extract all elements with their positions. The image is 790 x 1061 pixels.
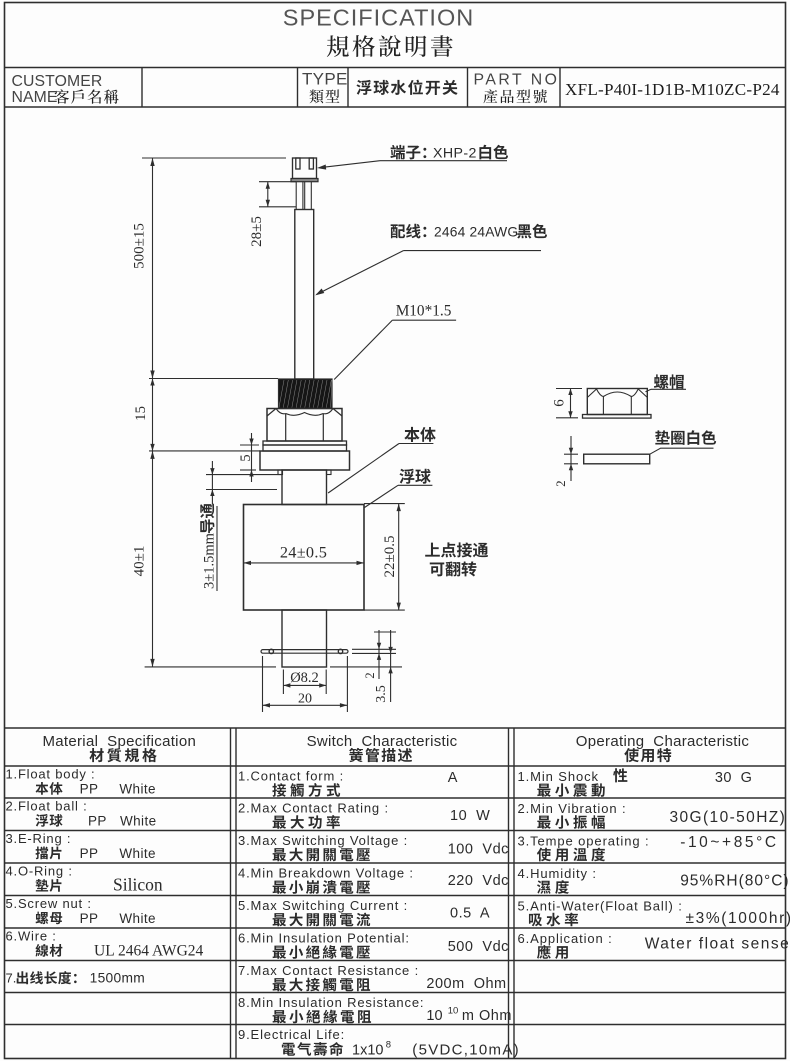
svg-text:(5VDC,10mA): (5VDC,10mA) xyxy=(412,1042,520,1059)
svg-text:200m Ohm: 200m Ohm xyxy=(426,976,506,992)
svg-text:10 W: 10 W xyxy=(450,808,490,824)
svg-text:3.Tempe operating :: 3.Tempe operating : xyxy=(518,834,650,849)
svg-text:2.Min Vibration :: 2.Min Vibration : xyxy=(518,801,627,816)
svg-text:1x10: 1x10 xyxy=(352,1043,383,1059)
svg-text:3±1.5mm: 3±1.5mm xyxy=(202,532,218,589)
svg-text:2.Max Contact Rating :: 2.Max Contact Rating : xyxy=(238,801,389,816)
svg-text:4.O-Ring :: 4.O-Ring : xyxy=(6,864,73,879)
svg-text:20: 20 xyxy=(298,692,312,707)
svg-text:m Ohm: m Ohm xyxy=(462,1008,512,1024)
svg-text:7.Max Contact Resistance :: 7.Max Contact Resistance : xyxy=(238,963,419,978)
svg-text:A: A xyxy=(448,770,458,786)
svg-text:9.Electrical Life:: 9.Electrical Life: xyxy=(238,1027,345,1042)
svg-text:500±15: 500±15 xyxy=(132,223,148,269)
svg-text:5.Screw nut :: 5.Screw nut : xyxy=(6,896,92,911)
svg-text:100 Vdc: 100 Vdc xyxy=(448,842,509,858)
svg-text:4.Min Breakdown Voltage :: 4.Min Breakdown Voltage : xyxy=(238,866,414,881)
svg-text:95%RH(80°C): 95%RH(80°C) xyxy=(680,873,789,890)
svg-text:PP: PP xyxy=(88,814,107,829)
svg-text:2464 24AWG: 2464 24AWG xyxy=(434,225,518,240)
svg-text:SPECIFICATION: SPECIFICATION xyxy=(283,5,474,31)
svg-text:Silicon: Silicon xyxy=(113,875,163,895)
svg-text:40±1: 40±1 xyxy=(132,546,148,577)
svg-text:5.Max Switching Current :: 5.Max Switching Current : xyxy=(238,898,408,913)
svg-text:Ø8.2: Ø8.2 xyxy=(290,670,319,686)
svg-text:3.Max Switching Voltage :: 3.Max Switching Voltage : xyxy=(238,833,408,848)
svg-text:2: 2 xyxy=(553,480,568,487)
svg-text:15: 15 xyxy=(133,406,149,421)
svg-text:PP: PP xyxy=(80,782,99,797)
svg-text:3.E-Ring :: 3.E-Ring : xyxy=(6,831,72,846)
svg-text:PP: PP xyxy=(80,846,99,861)
svg-text:3.5: 3.5 xyxy=(374,685,389,703)
svg-text:5.Anti-Water(Float Ball) :: 5.Anti-Water(Float Ball) : xyxy=(518,899,683,914)
svg-text:6.Wire :: 6.Wire : xyxy=(6,929,57,944)
svg-text:2.Float ball :: 2.Float ball : xyxy=(6,799,88,814)
svg-text:28±5: 28±5 xyxy=(249,216,265,247)
svg-text:1.Float body :: 1.Float body : xyxy=(6,767,96,782)
svg-text:±3%(1000hr): ±3%(1000hr) xyxy=(686,910,790,927)
svg-text:PP: PP xyxy=(80,911,99,926)
svg-text:24±0.5: 24±0.5 xyxy=(280,543,327,562)
svg-text:XHP-2: XHP-2 xyxy=(433,146,477,162)
svg-text:PART NO: PART NO xyxy=(474,72,560,89)
svg-text:6.Application :: 6.Application : xyxy=(518,931,613,946)
svg-text:White: White xyxy=(119,911,156,926)
svg-text:TYPE: TYPE xyxy=(302,70,348,89)
svg-text:White: White xyxy=(120,814,157,829)
svg-text:1.Min Shock: 1.Min Shock xyxy=(518,769,599,784)
svg-text:1.Contact form :: 1.Contact form : xyxy=(238,769,344,784)
svg-text:UL 2464 AWG24: UL 2464 AWG24 xyxy=(94,943,204,960)
svg-text:500 Vdc: 500 Vdc xyxy=(448,939,509,955)
svg-text:6: 6 xyxy=(552,399,568,407)
svg-text:8.Min Insulation Resistance:: 8.Min Insulation Resistance: xyxy=(238,995,424,1010)
svg-text:4.Humidity :: 4.Humidity : xyxy=(518,866,597,881)
svg-text:22±0.5: 22±0.5 xyxy=(382,536,398,578)
svg-text:7.: 7. xyxy=(6,971,17,986)
svg-text:10: 10 xyxy=(426,1008,442,1024)
svg-text:-10~+85°C: -10~+85°C xyxy=(680,834,779,851)
svg-text:6.Min Insulation Potential:: 6.Min Insulation Potential: xyxy=(238,931,410,946)
svg-text:Operating Characteristic: Operating Characteristic xyxy=(576,733,750,750)
svg-text:30 G: 30 G xyxy=(715,770,752,786)
svg-text:XFL-P40I-1D1B-M10ZC-P24: XFL-P40I-1D1B-M10ZC-P24 xyxy=(565,80,780,99)
svg-text:220 Vdc: 220 Vdc xyxy=(448,873,509,889)
svg-text:10: 10 xyxy=(448,1006,459,1017)
svg-text:1500mm: 1500mm xyxy=(90,971,145,986)
svg-text:5: 5 xyxy=(238,454,254,461)
svg-text:Water float sense: Water float sense xyxy=(645,936,790,953)
svg-text:2: 2 xyxy=(363,672,377,678)
svg-text:NAME: NAME xyxy=(12,89,58,106)
svg-text:30G(10-50HZ): 30G(10-50HZ) xyxy=(670,809,787,826)
svg-text:Material Specification: Material Specification xyxy=(42,733,196,750)
svg-text:White: White xyxy=(119,782,156,797)
svg-text:White: White xyxy=(119,846,156,861)
svg-text:8: 8 xyxy=(386,1040,391,1051)
svg-text:M10*1.5: M10*1.5 xyxy=(396,303,452,320)
svg-text:Switch Characteristic: Switch Characteristic xyxy=(307,733,458,750)
svg-text:0.5 A: 0.5 A xyxy=(450,906,490,922)
svg-text:CUSTOMER: CUSTOMER xyxy=(12,73,103,90)
